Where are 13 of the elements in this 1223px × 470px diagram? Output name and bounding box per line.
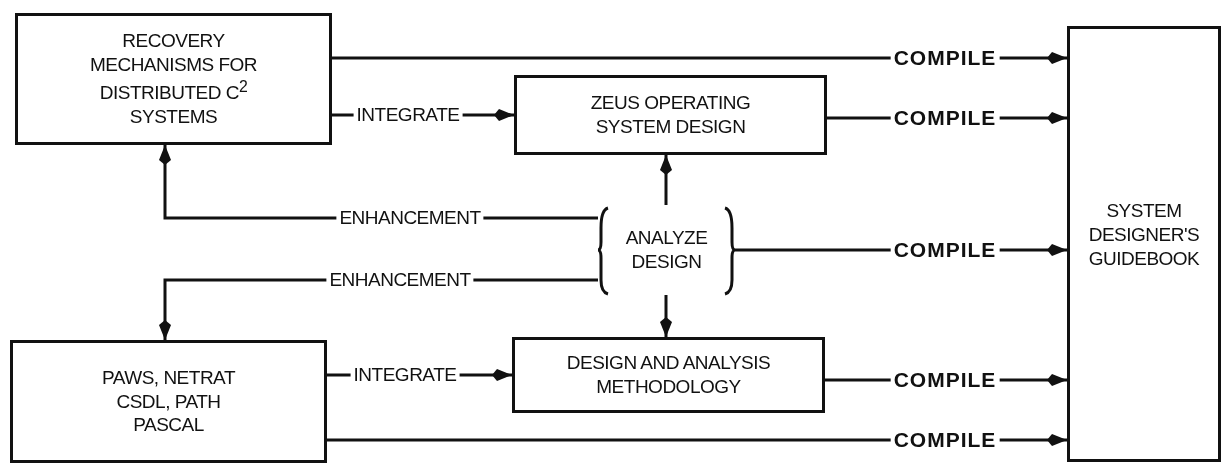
process-box	[10, 340, 327, 463]
node-label: DESIGN AND ANALYSIS METHODOLOGY	[565, 351, 772, 399]
arrow	[660, 295, 672, 337]
arrow	[660, 155, 672, 205]
node-label: ZEUS OPERATING SYSTEM DESIGN	[589, 91, 752, 139]
process-box	[512, 337, 825, 413]
process-box	[514, 75, 827, 155]
node-label: PAWS, NETRAT CSDL, PATH PASCAL	[101, 365, 237, 438]
node-label: ANALYZE DESIGN	[624, 226, 709, 274]
process-box	[1067, 26, 1221, 462]
process-box	[15, 13, 332, 145]
node-label: RECOVERY MECHANISMS FOR DISTRIBUTED C$^{2}$ SYSTEMS	[88, 29, 259, 129]
node-label: SYSTEM DESIGNER'S GUIDEBOOK	[1087, 199, 1201, 271]
